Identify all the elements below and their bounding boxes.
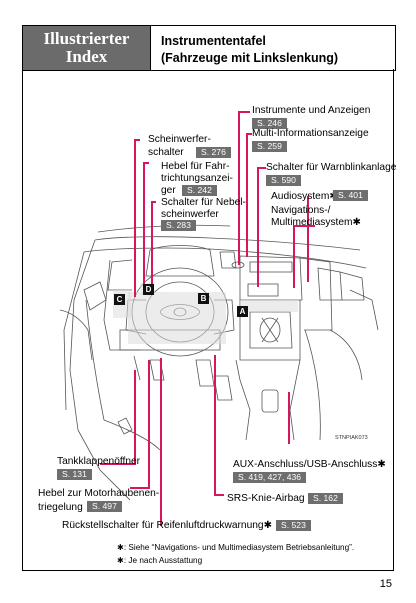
label-navi-1: Navigations-/ — [271, 205, 331, 216]
leader-line — [143, 162, 145, 287]
leader-line — [214, 494, 224, 496]
leader-line — [160, 358, 162, 526]
ref-hebel: S. 242 — [182, 185, 217, 196]
leader-line — [100, 463, 136, 465]
label-hebel-1: Hebel für Fahr- — [161, 161, 230, 172]
ref-aux: S. 419, 427, 436 — [233, 472, 307, 483]
label-aux: AUX-Anschluss/USB-Anschluss✱ — [233, 459, 386, 470]
leader-line — [288, 392, 290, 444]
label-reifen: Rückstellschalter für Reifenluftdruckwar… — [62, 520, 273, 531]
label-tank: Tankklappenöffner — [57, 456, 141, 467]
image-code: STNPIAK073 — [335, 435, 368, 441]
title-line-2: (Fahrzeuge mit Linkslenkung) — [161, 51, 339, 65]
label-instrumente: Instrumente und Anzeigen — [252, 105, 371, 116]
label-nebel-1: Schalter für Nebel- — [161, 197, 246, 208]
leader-line — [130, 487, 150, 489]
leader-line — [307, 196, 309, 282]
label-audio: Audiosystem✱ — [271, 191, 338, 202]
ref-instrumente: S. 246 — [252, 118, 287, 129]
leader-line — [238, 111, 250, 113]
leader-line — [148, 360, 150, 488]
page-header: Illustrierter Index Instrumententafel (F… — [22, 25, 396, 71]
section-tab: Illustrierter Index — [23, 26, 150, 70]
label-motorhaube-2: triegelung — [38, 502, 83, 513]
marker-c: C — [114, 294, 125, 305]
tab-line-2: Index — [65, 47, 108, 66]
ref-warnblink: S. 590 — [266, 175, 301, 186]
label-warnblink: Schalter für Warnblinkanlage — [266, 162, 397, 173]
label-motorhaube-1: Hebel zur Motorhaubenen- — [38, 488, 160, 499]
leader-line — [214, 355, 216, 495]
leader-line — [134, 139, 136, 297]
ref-multi: S. 259 — [252, 141, 287, 152]
marker-a: A — [237, 306, 248, 317]
leader-line — [257, 167, 259, 287]
label-hebel-3: ger — [161, 185, 176, 196]
leader-line — [246, 133, 252, 135]
content-frame — [22, 69, 394, 571]
label-scheinwerfer-1: Scheinwerfer- — [148, 134, 211, 145]
leader-line — [134, 370, 136, 464]
leader-line — [246, 133, 248, 257]
label-srs: SRS-Knie-Airbag — [227, 493, 305, 504]
ref-motorhaube: S. 497 — [87, 501, 122, 512]
ref-scheinwerfer: S. 276 — [196, 147, 231, 158]
ref-reifen: S. 523 — [276, 520, 311, 531]
leader-line — [151, 201, 153, 293]
leader-line — [143, 162, 149, 164]
leader-line — [134, 139, 140, 141]
ref-tank: S. 131 — [57, 469, 92, 480]
leader-line — [151, 201, 156, 203]
title-line-1: Instrumententafel — [161, 34, 266, 48]
page-number: 15 — [379, 578, 392, 590]
footnote-1: ✱: Siehe “Navigations- und Multimediasys… — [117, 543, 355, 552]
leader-line — [293, 225, 315, 227]
leader-line — [257, 167, 266, 169]
marker-b: B — [198, 293, 209, 304]
leader-line — [293, 225, 295, 288]
ref-audio: S. 401 — [333, 190, 368, 201]
ref-nebel: S. 283 — [161, 220, 196, 231]
leader-line — [238, 111, 240, 265]
label-nebel-2: scheinwerfer — [161, 209, 219, 220]
label-navi-2: Multimediasystem✱ — [271, 217, 362, 228]
label-scheinwerfer-2: schalter — [148, 147, 184, 158]
marker-d: D — [143, 284, 154, 295]
tab-line-1: Illustrierter — [43, 29, 130, 48]
label-multi: Multi-Informationsanzeige — [252, 128, 369, 139]
ref-srs: S. 162 — [308, 493, 343, 504]
label-hebel-2: trichtungsanzei- — [161, 173, 233, 184]
footnote-2: ✱: Je nach Ausstattung — [117, 556, 203, 565]
page-title: Instrumententafel (Fahrzeuge mit Linksle… — [150, 26, 395, 70]
